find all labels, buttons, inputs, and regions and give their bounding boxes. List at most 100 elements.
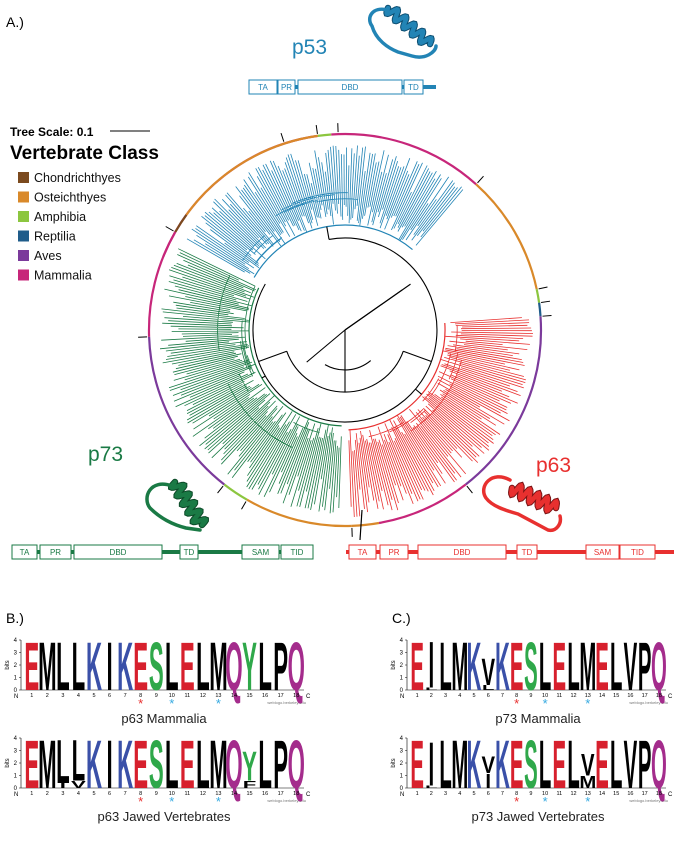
p63-domain-tid — [619, 544, 656, 560]
logo-letter: E — [510, 726, 524, 803]
logo-ytick: 1 — [400, 676, 404, 682]
p53-domain-pr — [277, 79, 296, 95]
logo-position-number: 18 — [656, 693, 662, 699]
logo-n-terminus: N — [14, 694, 18, 700]
logo-letter: L — [258, 726, 272, 803]
logo-position-number: 12 — [200, 693, 206, 699]
logo-letter: I — [106, 726, 112, 803]
logo-ytick: 2 — [14, 663, 18, 669]
legend-title: Vertebrate Class — [10, 143, 159, 164]
clade-tick-6 — [542, 315, 552, 317]
p73-domain-ta — [11, 544, 38, 560]
p73-clade — [159, 248, 342, 514]
logo-ylabel: bits — [391, 660, 397, 669]
logo-letter: L — [482, 684, 494, 692]
logo-letter: P — [273, 726, 288, 803]
logo-star-red: * — [514, 794, 519, 809]
helix-p53-coil — [384, 5, 434, 47]
logo-credit: weblogo.berkeley.edu — [267, 798, 306, 803]
logo-position-number: 17 — [642, 791, 648, 797]
p73-domain-td — [179, 544, 199, 560]
logo-position-number: 13 — [585, 791, 591, 797]
logo-letter: P — [273, 628, 288, 705]
p63-domain-label-pr: PR — [388, 548, 399, 557]
logo-position-number: 9 — [155, 693, 158, 699]
p73-domain-label-dbd: DBD — [110, 548, 127, 557]
legend-label-osteichthyes: Osteichthyes — [34, 191, 106, 205]
logo-letter: Q — [288, 628, 305, 705]
p63-domain-label-ta: TA — [358, 548, 368, 557]
logo-position-number: 15 — [246, 693, 252, 699]
logo-credit: weblogo.berkeley.edu — [629, 700, 668, 705]
logo-position-number: 9 — [529, 791, 532, 797]
p63-domain-dbd — [417, 544, 507, 560]
p73-domain-label-ta: TA — [20, 548, 30, 557]
clade-tick-7 — [466, 485, 473, 494]
logo-star-blue: * — [585, 794, 590, 809]
logo-letter: L — [258, 628, 272, 705]
logo-ytick: 0 — [400, 786, 404, 792]
logo-ytick: 3 — [14, 749, 18, 755]
logo-position-number: 16 — [627, 693, 633, 699]
logo-ytick: 1 — [400, 774, 404, 780]
logo-letter: E — [595, 726, 609, 803]
p53-domain-label-pr: PR — [281, 83, 292, 92]
logo-credit: weblogo.berkeley.edu — [629, 798, 668, 803]
tree-legend: Tree Scale: 0.1 Vertebrate Class Chondri… — [10, 125, 159, 283]
tree-scale-label: Tree Scale: 0.1 — [10, 125, 94, 139]
logo-position-number: 18 — [293, 693, 299, 699]
logo-c-terminus: C — [668, 694, 673, 700]
logo-letter: V — [481, 651, 495, 693]
ring-segment-mammalia-7 — [378, 483, 467, 525]
logo-letter: Q — [651, 628, 667, 705]
legend-swatch-amphibia — [18, 211, 29, 222]
logo-star-red: * — [514, 696, 519, 711]
panel-letter-b: B.) — [6, 610, 24, 626]
logo-position-number: 14 — [599, 791, 605, 797]
logo-letter: P — [638, 628, 652, 705]
logo-letter: L — [425, 785, 438, 789]
logo-letter: L — [567, 628, 579, 705]
logo-position-number: 6 — [487, 791, 490, 797]
logo-star-blue: * — [169, 696, 174, 711]
logo-title: p73 Jawed Vertebrates — [472, 809, 605, 824]
logo-position-number: 7 — [501, 791, 504, 797]
logo-position-number: 2 — [430, 693, 433, 699]
p53-domain-label-dbd: DBD — [342, 83, 359, 92]
logo-letter: L — [425, 687, 438, 691]
logo-letter: S — [524, 628, 538, 705]
logo-letter: K — [86, 726, 102, 803]
logo-position-number: 6 — [487, 693, 490, 699]
logo-letter: K — [86, 628, 102, 705]
logo-position-number: 16 — [262, 791, 268, 797]
logo-letter: V — [71, 778, 86, 790]
logo-position-number: 10 — [169, 791, 175, 797]
logo-ytick: 3 — [400, 749, 404, 755]
logo-star-blue: * — [169, 794, 174, 809]
logo-position-number: 5 — [472, 791, 475, 797]
logo-position-number: 17 — [642, 693, 648, 699]
logo-letter: Q — [288, 726, 305, 803]
logo-ytick: 2 — [400, 761, 404, 767]
logo-position-number: 12 — [570, 693, 576, 699]
logo-position-number: 10 — [169, 693, 175, 699]
logo-position-number: 13 — [215, 791, 221, 797]
logo-position-number: 16 — [262, 693, 268, 699]
logo-letter: K — [495, 628, 510, 705]
logo-position-number: 18 — [293, 791, 299, 797]
helix-p53-loop — [367, 7, 438, 59]
logo-ytick: 2 — [400, 663, 404, 669]
clade-tick-10 — [217, 485, 224, 494]
ring-segment-aves-11 — [181, 438, 225, 486]
logo-position-number: 3 — [444, 791, 447, 797]
logo-ytick: 4 — [14, 638, 18, 644]
logo-letter: E — [180, 628, 195, 705]
logo-letter: L — [439, 628, 451, 705]
logo-position-number: 3 — [444, 693, 447, 699]
logo-letter: K — [117, 628, 133, 705]
p73-domain-label-tid: TID — [291, 548, 304, 557]
logo-letter: V — [581, 747, 595, 782]
